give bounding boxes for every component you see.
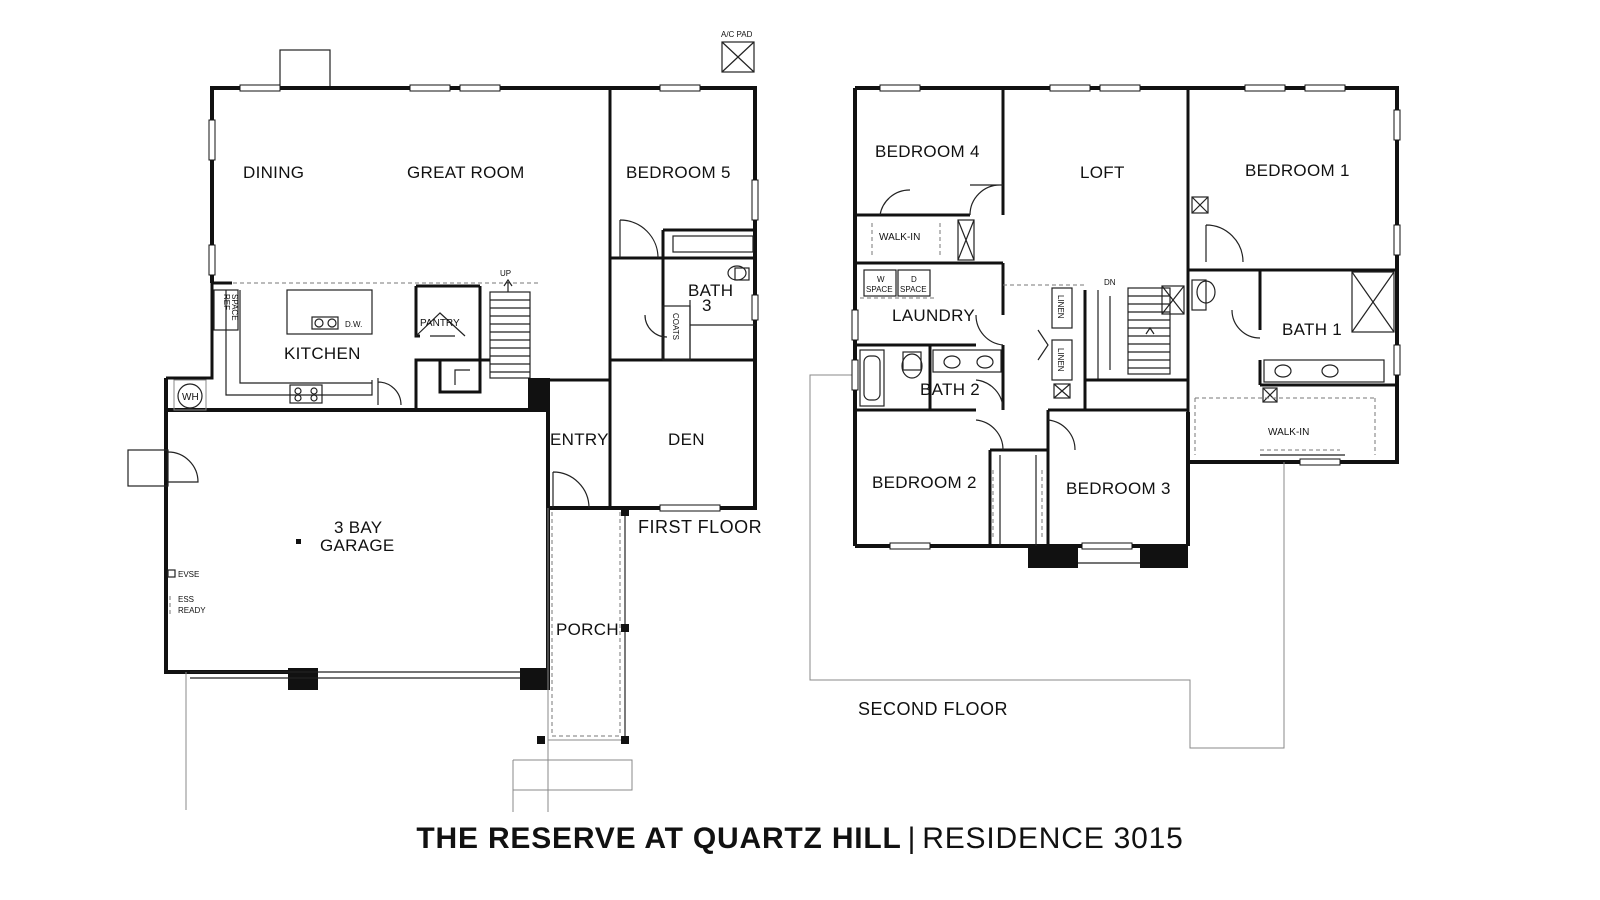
linen-bottom-label: LINEN (1056, 348, 1065, 372)
room-bedroom-4: BEDROOM 4 (875, 142, 980, 161)
room-walk-in-small: WALK-IN (879, 232, 920, 243)
room-bath-3-line2: 3 (702, 296, 712, 315)
room-den: DEN (668, 430, 705, 449)
room-walk-in-master: WALK-IN (1268, 427, 1309, 438)
community-name: THE RESERVE AT QUARTZ HILL (416, 822, 902, 855)
stairs-first-floor: UP (454, 269, 531, 385)
room-great-room: GREAT ROOM (407, 163, 525, 182)
second-floor-label: SECOND FLOOR (858, 699, 1008, 719)
ref-label-2: SPACE (230, 294, 239, 321)
garage-wall (164, 378, 292, 674)
ac-pad: A/C PAD (721, 30, 755, 73)
first-floor-plan: A/C PAD COATS D. (127, 30, 759, 812)
second-floor-plan: DN LINEN LINEN W SPACE D SPACE (809, 84, 1401, 749)
up-label: UP (500, 269, 511, 278)
room-laundry: LAUNDRY (892, 306, 975, 325)
room-loft: LOFT (1080, 163, 1125, 182)
w-space-2: SPACE (866, 285, 893, 294)
evse-label: EVSE (178, 570, 199, 579)
room-bedroom-1: BEDROOM 1 (1245, 161, 1350, 180)
first-floor-label: FIRST FLOOR (638, 517, 762, 537)
kitchen-island (286, 289, 373, 335)
d-space-1: D (911, 275, 917, 284)
room-pantry: PANTRY (420, 318, 460, 329)
ref-label-1: REF (222, 294, 231, 310)
room-bedroom-2: BEDROOM 2 (872, 473, 977, 492)
room-bedroom-3: BEDROOM 3 (1066, 479, 1171, 498)
dw-label: D.W. (345, 320, 362, 329)
room-bath-1: BATH 1 (1282, 320, 1342, 339)
coats-label: COATS (671, 313, 680, 340)
room-entry: ENTRY (550, 430, 609, 449)
room-porch: PORCH (556, 620, 619, 639)
room-kitchen: KITCHEN (284, 344, 361, 363)
residence-name: RESIDENCE 3015 (922, 822, 1184, 855)
dn-label: DN (1104, 278, 1116, 287)
linen-top-label: LINEN (1056, 295, 1065, 319)
ess-label-2: READY (178, 606, 206, 615)
wh-label: WH (182, 392, 199, 403)
ess-label-1: ESS (178, 595, 194, 604)
room-dining: DINING (243, 163, 304, 182)
plan-title: THE RESERVE AT QUARTZ HILL|RESIDENCE 301… (0, 822, 1600, 856)
ac-pad-label: A/C PAD (721, 30, 753, 39)
stairs-second-floor: DN (1097, 278, 1171, 380)
room-garage-line2: GARAGE (320, 536, 395, 555)
title-separator: | (907, 822, 917, 855)
w-space-1: W (877, 275, 885, 284)
d-space-2: SPACE (900, 285, 927, 294)
room-bath-3-line1: BATH (688, 281, 733, 300)
fireplace-bump (279, 49, 331, 89)
room-bath-2: BATH 2 (920, 380, 980, 399)
room-bedroom-5: BEDROOM 5 (626, 163, 731, 182)
room-garage-line1: 3 BAY (334, 518, 382, 537)
